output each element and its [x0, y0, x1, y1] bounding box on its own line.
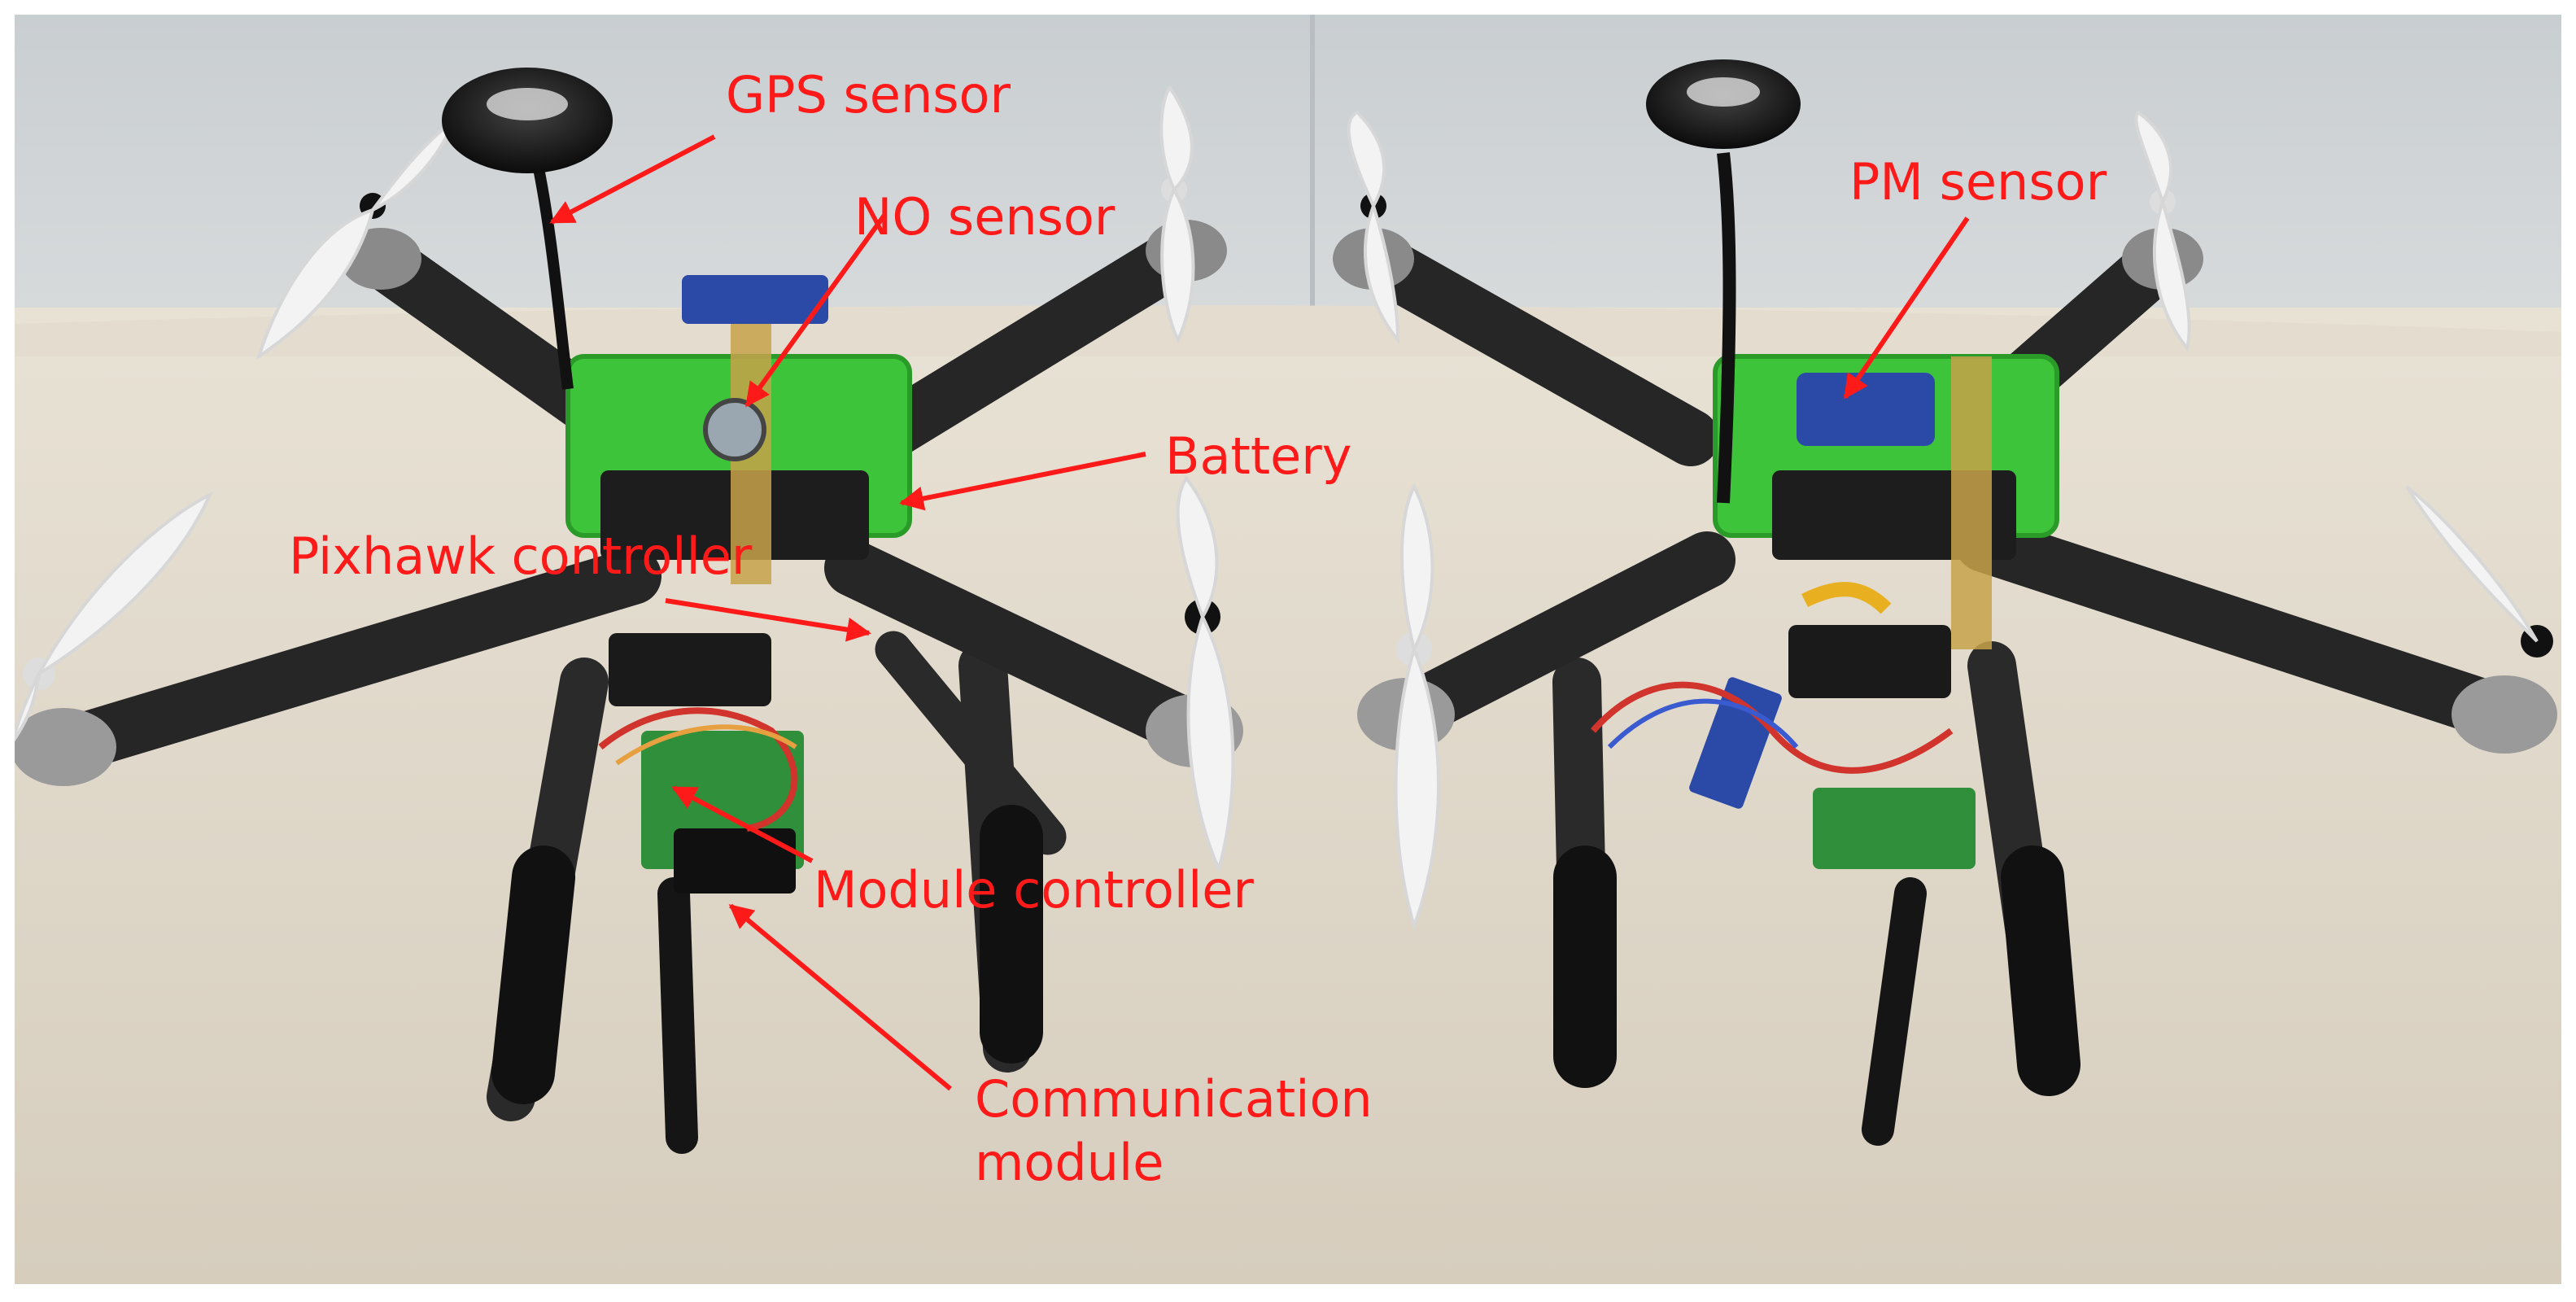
no-sensor-arrow: [744, 212, 888, 408]
antenna: [1862, 877, 1927, 1146]
battery-arrow: [899, 452, 1146, 511]
right-drone: [1333, 59, 2557, 1146]
gps-cable: [1717, 152, 1736, 504]
pm-sensor-arrow: [1843, 216, 1970, 400]
pixhawk-controller-label: Pixhawk controller: [289, 526, 753, 586]
propellers: [15, 85, 1235, 874]
landing-legs: [487, 631, 1067, 1121]
drone-photo: [15, 15, 2561, 1284]
module-controller-arrow: [671, 785, 814, 863]
gps-sensor-label: GPS sensor: [726, 65, 1011, 125]
communication-arrow: [728, 903, 952, 1091]
no-sensor-part: [703, 398, 766, 461]
gps-arrow: [549, 134, 716, 225]
no-sensor-label: NO sensor: [854, 187, 1116, 247]
antenna: [657, 877, 698, 1154]
landing-legs: [1552, 641, 2080, 1096]
pm-sensor-label: PM sensor: [1849, 152, 2107, 212]
left-drone: [15, 68, 1243, 1154]
pm-sensor-part: [1797, 373, 1935, 446]
gps-cable: [530, 151, 574, 390]
annotation-arrows: [549, 134, 1970, 1091]
propellers: [1347, 110, 2539, 932]
table-surface: [15, 308, 2561, 1284]
battery-label: Battery: [1165, 426, 1352, 486]
communication-module-label: Communication module: [975, 1069, 1373, 1192]
pixhawk-arrow: [665, 598, 871, 642]
module-controller-label: Module controller: [814, 860, 1254, 920]
